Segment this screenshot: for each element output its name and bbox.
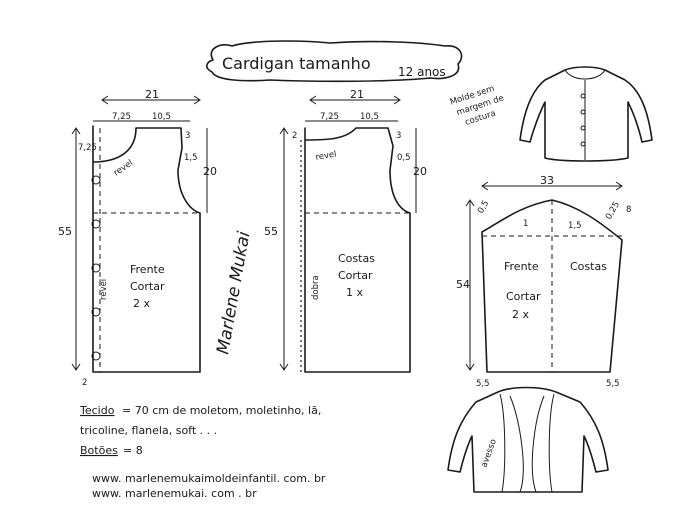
front-armhole-depth-label: 20 — [203, 165, 217, 178]
sleeve-cap-right-label: 1,5 — [568, 221, 582, 231]
sleeve-length-label: 54 — [456, 278, 470, 291]
sleeve-back-label: Costas — [570, 260, 607, 273]
open-cardigan-sketch-icon: avesso — [447, 386, 609, 493]
sleeve-outline — [481, 199, 623, 373]
back-armhole-offset-label: 0,5 — [397, 153, 411, 163]
sleeve-pattern-piece: 33 0,5 1 1,5 0,25 8 54 5,5 5,5 Frente Co… — [456, 174, 631, 389]
front-armhole-offset-label: 1,5 — [184, 153, 198, 163]
sleeve-width-label: 33 — [540, 174, 554, 187]
back-piece-name: Costas — [338, 252, 375, 265]
front-piece-name: Frente — [130, 263, 165, 276]
back-neck-width-label: 7,25 — [320, 112, 339, 122]
back-pattern-piece: 21 7,25 10,5 3 2 0,5 20 55 revel dobra C… — [264, 88, 427, 373]
sleeve-cap-edge-label: 0,25 — [604, 200, 622, 221]
sleeve-hem-right-label: 5,5 — [606, 379, 620, 389]
front-hem-extension-label: 2 — [82, 378, 87, 388]
sleeve-cap-mid-label: 1 — [523, 219, 528, 229]
sleeve-cap-left-label: 0,5 — [476, 199, 491, 216]
cardigan-sketch-icon — [519, 66, 653, 162]
buttons-label: Botões — [80, 444, 118, 457]
sleeve-hem-left-label: 5,5 — [476, 379, 490, 389]
website-2: www. marlenemukai. com . br — [92, 487, 257, 500]
back-shoulder-drop-label: 3 — [396, 131, 401, 141]
back-shoulder-width-label: 10,5 — [360, 112, 379, 122]
front-cut-qty: 2 x — [133, 297, 150, 310]
front-facing-label: revel — [99, 279, 109, 300]
back-cut-label: Cortar — [338, 269, 373, 282]
front-outline — [92, 125, 201, 373]
seam-allowance-note: Molde sem margem de costura — [449, 84, 505, 128]
back-length-label: 55 — [264, 225, 278, 238]
fabric-text-2: tricoline, flanela, soft . . . — [80, 424, 217, 437]
title-size: 12 anos — [398, 65, 446, 79]
sleeve-cap-height-label: 8 — [626, 205, 631, 215]
front-shoulder-drop-label: 3 — [185, 131, 190, 141]
back-neck-depth-label: 2 — [292, 131, 297, 141]
front-length-label: 55 — [58, 225, 72, 238]
back-armhole-depth-label: 20 — [413, 165, 427, 178]
title-text: Cardigan tamanho — [222, 54, 371, 73]
front-cut-label: Cortar — [130, 280, 165, 293]
sleeve-cut-qty: 2 x — [512, 308, 529, 321]
sleeve-front-label: Frente — [504, 260, 539, 273]
sleeve-cut-label: Cortar — [506, 290, 541, 303]
back-cut-qty: 1 x — [346, 286, 363, 299]
fabric-text: = 70 cm de moletom, moletinho, lã, — [122, 404, 321, 417]
back-neck-facing-label: revel — [315, 149, 338, 163]
front-shoulder-width-label: 10,5 — [152, 112, 171, 122]
back-outline — [304, 127, 411, 373]
front-pattern-piece: 21 7,25 10,5 3 7,25 1,5 20 55 2 revel re… — [58, 88, 217, 388]
front-neck-facing-label: revel — [112, 158, 135, 178]
front-neck-width-label: 7,25 — [112, 112, 131, 122]
back-width-label: 21 — [350, 88, 364, 101]
back-fold-label: dobra — [311, 275, 321, 300]
front-neck-depth-label: 7,25 — [78, 143, 97, 153]
title-block: Cardigan tamanho 12 anos — [206, 40, 463, 83]
buttons-text: = 8 — [123, 444, 143, 457]
fabric-label: Tecido — [79, 404, 115, 417]
website-1: www. marlenemukaimoldeinfantil. com. br — [92, 472, 326, 485]
materials-block: Tecido = 70 cm de moletom, moletinho, lã… — [79, 404, 321, 457]
title-bubble — [206, 40, 463, 83]
signature: Marlene Mukai — [213, 230, 254, 356]
front-width-label: 21 — [145, 88, 159, 101]
garment-inside-label: avesso — [479, 438, 498, 469]
